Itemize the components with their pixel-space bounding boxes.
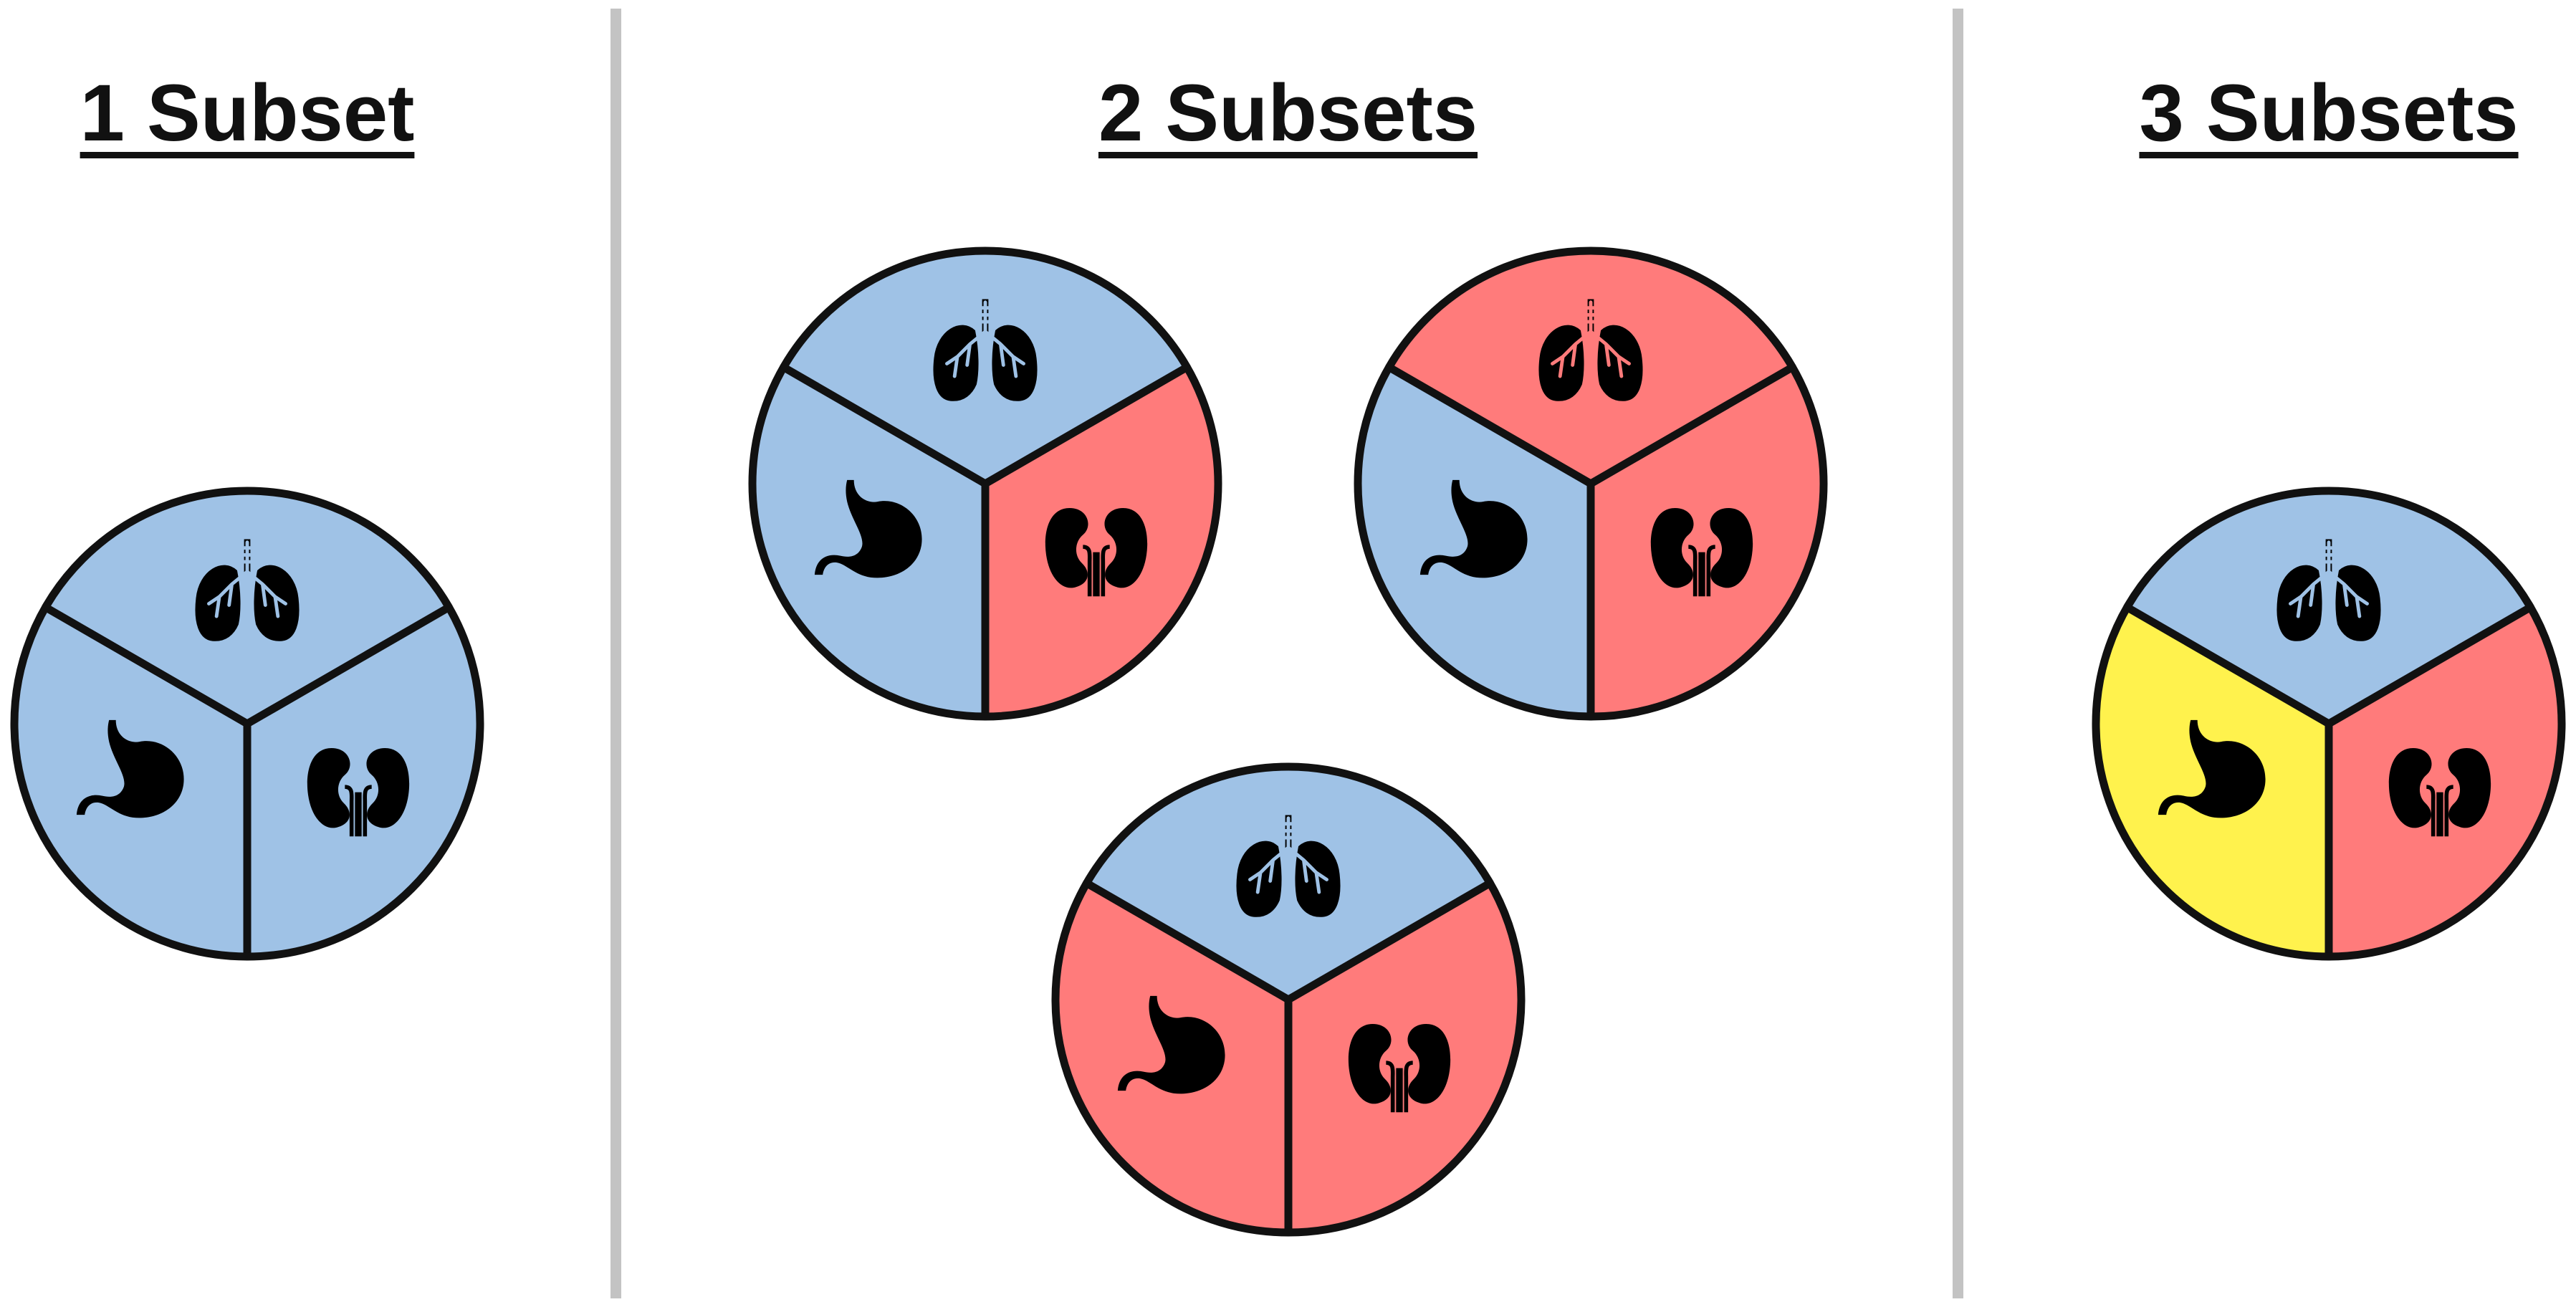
organ-circle-p2-c2 (1354, 246, 1828, 721)
organ-circle-p3-c1 (2092, 487, 2566, 961)
sector-divider-line (1284, 879, 1494, 1004)
organ-circle-p1-c1 (10, 487, 484, 961)
sector-divider-line (780, 363, 990, 488)
circle-outline (1051, 762, 1526, 1237)
panel-title-2-subsets: 2 Subsets (1098, 68, 1478, 158)
circle-outline (10, 487, 484, 961)
sector-divider-line (981, 363, 1191, 488)
circle-outline (1354, 246, 1828, 721)
sector-divider-line (2123, 603, 2333, 728)
circle-outline (2092, 487, 2566, 961)
panel-divider-right (1953, 9, 1963, 1298)
sector-divider-line (42, 603, 252, 728)
organ-circle-p2-c3 (1051, 762, 1526, 1237)
panel-title-3-subsets: 3 Subsets (2139, 68, 2519, 158)
panel-divider-left (611, 9, 621, 1298)
sector-divider-line (1385, 363, 1595, 488)
sector-divider-line (2324, 603, 2534, 728)
sector-divider-line (1586, 363, 1796, 488)
panel-title-1-subset: 1 Subset (80, 68, 415, 158)
circle-outline (748, 246, 1222, 721)
organ-circle-p2-c1 (748, 246, 1222, 721)
sector-divider-line (1083, 879, 1293, 1004)
sector-divider-line (243, 603, 453, 728)
